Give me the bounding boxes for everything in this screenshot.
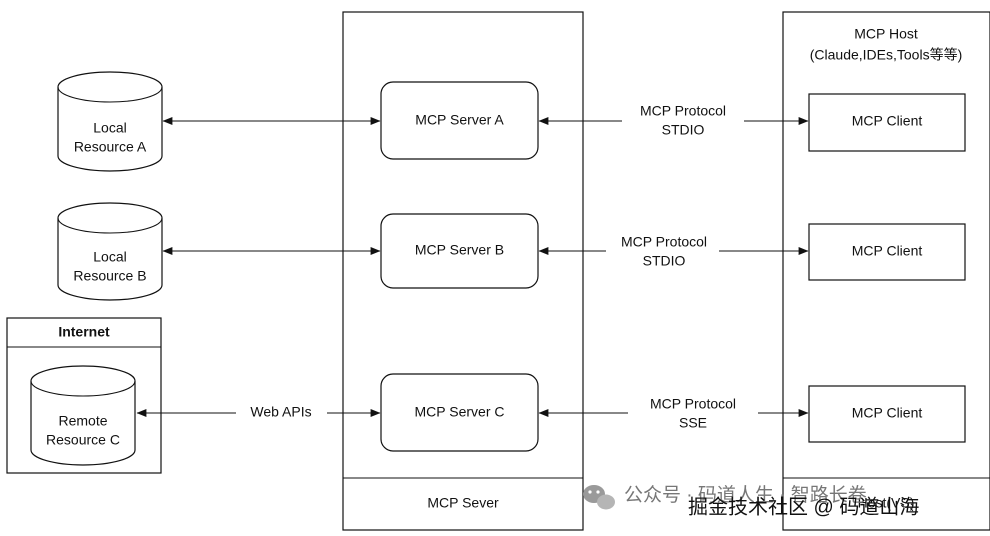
protocol-2-label-line1: MCP Protocol: [621, 234, 707, 250]
protocol-3-label-line1: MCP Protocol: [650, 396, 736, 412]
internet-box-title: Internet: [58, 324, 110, 340]
server-c-label: MCP Server C: [415, 404, 505, 420]
resource-b-label-line1: Local: [93, 249, 126, 265]
client-node-2[interactable]: MCP Client: [808, 223, 966, 281]
host-panel-title: MCP Host: [854, 26, 918, 42]
resource-a-cylinder-body: [57, 71, 163, 172]
wechat-icon: [583, 485, 615, 510]
resource-c-cylinder-body: [30, 365, 136, 466]
server-panel-footer-label: MCP Sever: [427, 495, 499, 511]
resource-b-cylinder-body: [57, 202, 163, 301]
server-node-b[interactable]: MCP Server B: [380, 213, 539, 289]
server-a-label: MCP Server A: [415, 112, 504, 128]
client-1-label: MCP Client: [852, 113, 923, 129]
resource-a-database-icon: Local Resource A: [57, 71, 163, 172]
protocol-2-label-line2: STDIO: [643, 253, 686, 269]
client-node-1[interactable]: MCP Client: [808, 93, 966, 152]
host-panel-footer-label: Host(VS): [858, 495, 915, 511]
server-node-a[interactable]: MCP Server A: [380, 81, 539, 160]
server-node-c[interactable]: MCP Server C: [380, 373, 539, 452]
client-2-box[interactable]: [808, 223, 966, 281]
wechat-watermark-text: 公众号 · 码道人生 · 智路长卷: [624, 484, 867, 506]
juejin-watermark: 掘金技术社区 @ 码道山海: [688, 495, 919, 518]
resource-a-cylinder-rim: [57, 86, 163, 103]
client-3-label: MCP Client: [852, 405, 923, 421]
resource-c-database-icon: Remote Resource C: [30, 365, 136, 466]
protocol-3-label-line2: SSE: [679, 415, 707, 431]
server-b-label: MCP Server B: [415, 242, 504, 258]
resource-c-label-line1: Remote: [58, 413, 107, 429]
host-panel-subtitle: (Claude,IDEs,Tools等等): [810, 47, 963, 63]
client-node-3[interactable]: MCP Client: [808, 385, 966, 443]
resource-a-label-line2: Resource A: [74, 139, 147, 155]
protocol-1-label-line2: STDIO: [662, 122, 705, 138]
wechat-watermark: 公众号 · 码道人生 · 智路长卷: [583, 484, 867, 510]
resource-b-label-line2: Resource B: [73, 268, 146, 284]
client-1-box[interactable]: [808, 93, 966, 152]
server-b-box[interactable]: [380, 213, 539, 289]
server-c-box[interactable]: [380, 373, 539, 452]
juejin-watermark-text: 掘金技术社区 @ 码道山海: [688, 495, 919, 518]
client-3-box[interactable]: [808, 385, 966, 443]
resource-a-label-line1: Local: [93, 120, 126, 136]
client-2-label: MCP Client: [852, 243, 923, 259]
resource-b-database-icon: Local Resource B: [57, 202, 163, 301]
server-a-box[interactable]: [380, 81, 539, 160]
resource-c-label-line2: Resource C: [46, 432, 120, 448]
protocol-1-label-line1: MCP Protocol: [640, 103, 726, 119]
web-apis-label: Web APIs: [250, 404, 311, 420]
resource-c-cylinder-rim: [30, 380, 136, 397]
resource-b-cylinder-rim: [57, 217, 163, 234]
